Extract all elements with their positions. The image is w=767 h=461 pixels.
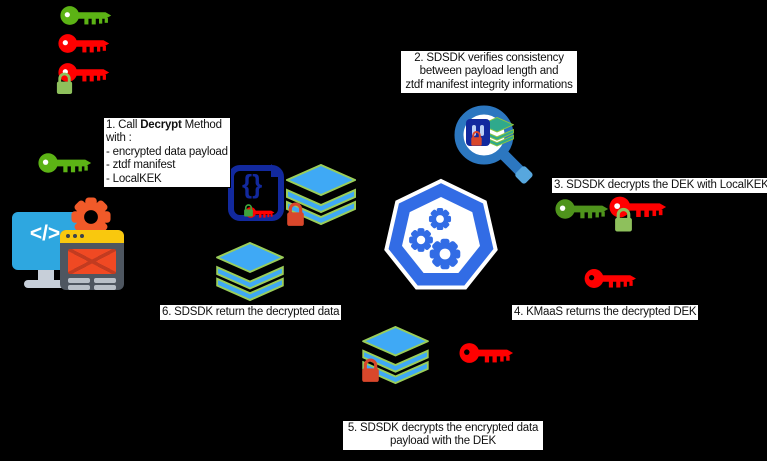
heptagon-inner bbox=[402, 197, 480, 273]
gear-left-icon bbox=[409, 228, 433, 252]
decrypted-data-layers-icon bbox=[216, 242, 284, 302]
note-step2: 2. SDSDK verifies consistency between pa… bbox=[400, 50, 578, 95]
note-step2-line1: 2. SDSDK verifies consistency bbox=[414, 52, 564, 64]
note-step1-line2: with : bbox=[106, 132, 132, 145]
magnifier-handle bbox=[499, 150, 533, 184]
envelope-icon bbox=[68, 249, 116, 274]
ztdf-manifest-icon: {} bbox=[228, 164, 286, 223]
payload-lock-icon bbox=[285, 201, 306, 228]
note-step5-line1: 5. SDSDK decrypts the encrypted data bbox=[347, 422, 539, 434]
gear-small-icon bbox=[428, 207, 452, 231]
note-step1: 1. Call Decrypt Method with : - encrypte… bbox=[103, 117, 231, 189]
note-step6-text: 6. SDSDK return the decrypted data bbox=[162, 306, 340, 318]
green-lock-icon bbox=[55, 71, 74, 96]
note-step2-line2: between payload length and bbox=[419, 65, 559, 78]
note-step4: 4. KMaaS returns the decrypted DEK bbox=[511, 304, 700, 322]
manifest-frame bbox=[228, 165, 284, 221]
note-step1-item2: - ztdf manifest bbox=[106, 159, 176, 172]
browser-window-icon bbox=[60, 230, 124, 290]
note-step5-line2: payload with the DEK bbox=[390, 435, 496, 448]
mini-green-lock-icon bbox=[243, 203, 254, 218]
client-app-icon: </> bbox=[12, 196, 126, 292]
note-step4-text: 4. KMaaS returns the decrypted DEK bbox=[514, 306, 697, 318]
code-brackets-icon: </> bbox=[29, 222, 61, 245]
magnifier-verify-icon bbox=[454, 105, 533, 184]
decrypted-dek-key-icon bbox=[584, 267, 637, 290]
note-step2-line3: ztdf manifest integrity informations bbox=[405, 78, 573, 91]
note-step5: 5. SDSDK decrypts the encrypted data pay… bbox=[342, 420, 544, 451]
localkek-key-icon bbox=[555, 197, 609, 221]
browser-dots bbox=[66, 234, 84, 238]
gear-big-icon bbox=[429, 238, 461, 270]
manifest-fold bbox=[271, 164, 284, 177]
note-step1-line1: 1. Call Decrypt Method bbox=[106, 119, 222, 131]
localkek-green-key-icon bbox=[38, 151, 92, 175]
note-step3-text: 3. SDSDK decrypts the DEK with LocalKEK bbox=[554, 179, 767, 191]
dek-lock-icon bbox=[613, 206, 634, 234]
kubernetes-sdsdk-icon bbox=[384, 178, 498, 290]
note-step1-item1: - encrypted data payload bbox=[106, 145, 228, 158]
monitor-stand bbox=[38, 270, 54, 282]
red-key-icon bbox=[58, 32, 110, 55]
monitor-base bbox=[24, 280, 70, 288]
green-key-icon bbox=[60, 4, 112, 27]
json-braces: {} bbox=[242, 169, 263, 199]
note-step1-item3: - LocalKEK bbox=[106, 172, 162, 185]
browser-topbar bbox=[60, 230, 124, 243]
payload-bottom-lock-icon bbox=[360, 357, 381, 384]
note-step6: 6. SDSDK return the decrypted data bbox=[159, 304, 343, 322]
dek-key-bottom-icon bbox=[459, 341, 514, 365]
note-step3: 3. SDSDK decrypts the DEK with LocalKEK bbox=[551, 177, 767, 195]
